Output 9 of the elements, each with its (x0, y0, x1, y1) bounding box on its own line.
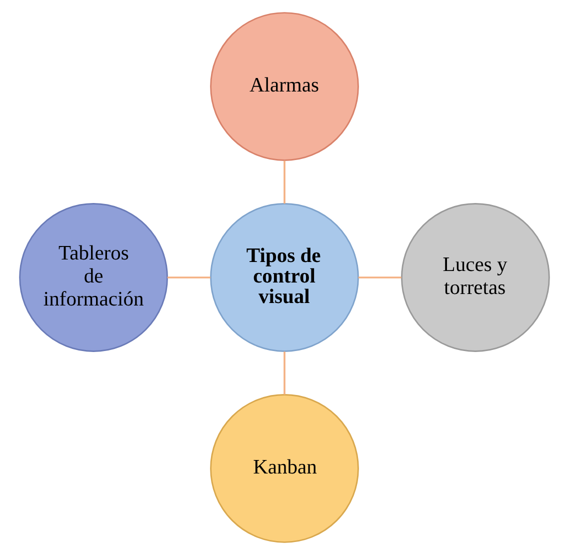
node-circle: Kanban (210, 394, 359, 543)
node-circle: Luces y torretas (401, 203, 550, 352)
connector (284, 352, 286, 395)
node-circle: Tipos de control visual (210, 203, 359, 352)
connector (167, 276, 210, 278)
connector (284, 160, 286, 204)
connector (358, 276, 402, 278)
node-circle: Alarmas (210, 12, 359, 161)
node-circle: Tableros de información (19, 203, 168, 352)
